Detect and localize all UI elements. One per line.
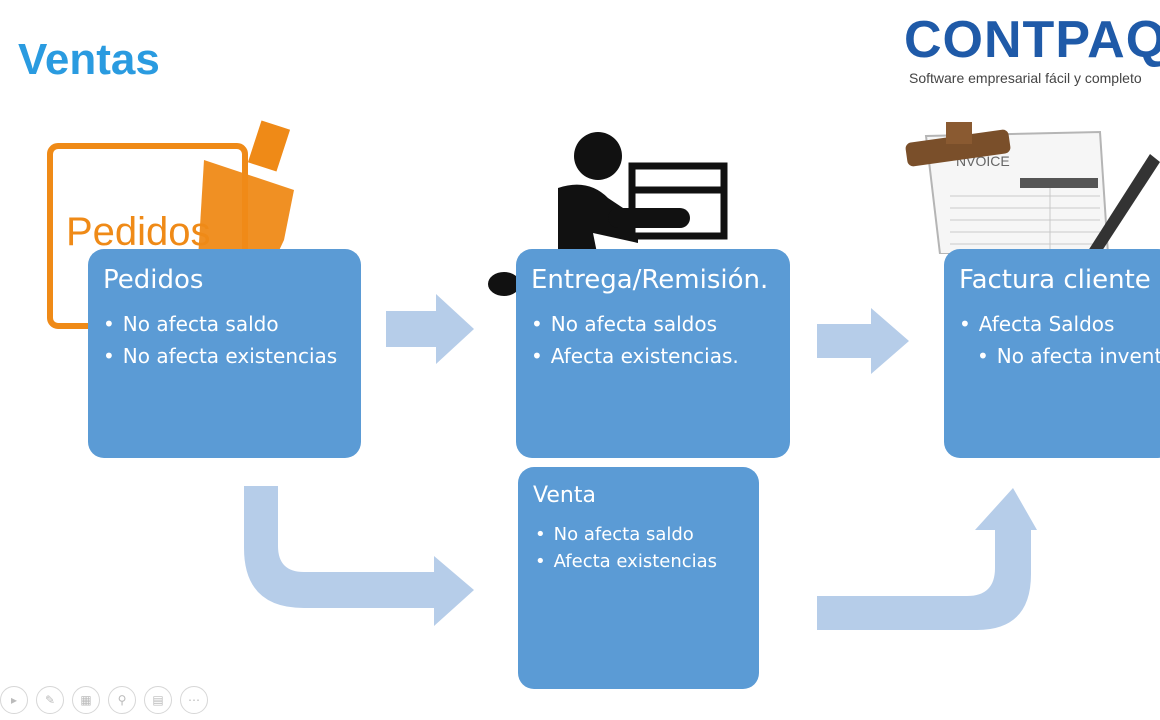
node-factura-bullets: Afecta Saldos No afecta inventario [959, 308, 1160, 372]
logo-wordmark: CONTPAQ [904, 11, 1160, 69]
node-factura-title: Factura cliente [959, 265, 1151, 295]
subtitles-icon[interactable]: ▤ [144, 686, 172, 714]
node-pedidos-title: Pedidos [103, 265, 204, 295]
node-entrega-bullet: No afecta saldos [531, 308, 790, 340]
node-venta-bullet: Afecta existencias [535, 548, 759, 575]
slide-title: Ventas [18, 35, 160, 84]
arrow-pedidos-to-entrega [386, 294, 474, 364]
node-venta-title: Venta [533, 483, 596, 508]
delivery-person-icon [488, 132, 728, 296]
node-factura-bullet: Afecta Saldos [959, 308, 1160, 340]
node-pedidos: Pedidos No afecta saldo No afecta existe… [88, 249, 361, 458]
node-pedidos-bullets: No afecta saldo No afecta existencias [103, 308, 361, 372]
node-pedidos-bullet: No afecta existencias [103, 340, 361, 372]
node-venta-bullets: No afecta saldo Afecta existencias [535, 521, 759, 575]
arrow-entrega-to-factura [817, 308, 909, 374]
logo-tagline: Software empresarial fácil y completo [909, 70, 1142, 86]
invoice-icon: NVOICE [905, 122, 1160, 254]
arrow-venta-to-factura [817, 488, 1037, 630]
more-icon[interactable]: ⋯ [180, 686, 208, 714]
presentation-toolbar: ▸ ✎ ▦ ⚲ ▤ ⋯ [0, 686, 208, 716]
node-entrega-bullet: Afecta existencias. [531, 340, 790, 372]
node-venta-bullet: No afecta saldo [535, 521, 759, 548]
clipboard-label: Pedidos [66, 210, 211, 254]
node-entrega-bullets: No afecta saldos Afecta existencias. [531, 308, 790, 372]
pen-icon[interactable]: ✎ [36, 686, 64, 714]
arrow-pedidos-to-venta [244, 486, 474, 626]
node-factura: Factura cliente Afecta Saldos No afecta … [944, 249, 1160, 458]
node-venta: Venta No afecta saldo Afecta existencias [518, 467, 759, 689]
next-icon[interactable]: ▸ [0, 686, 28, 714]
zoom-icon[interactable]: ⚲ [108, 686, 136, 714]
node-entrega: Entrega/Remisión. No afecta saldos Afect… [516, 249, 790, 458]
node-entrega-title: Entrega/Remisión. [531, 265, 769, 295]
node-pedidos-bullet: No afecta saldo [103, 308, 361, 340]
slides-icon[interactable]: ▦ [72, 686, 100, 714]
node-factura-bullet: No afecta inventario [959, 340, 1160, 372]
